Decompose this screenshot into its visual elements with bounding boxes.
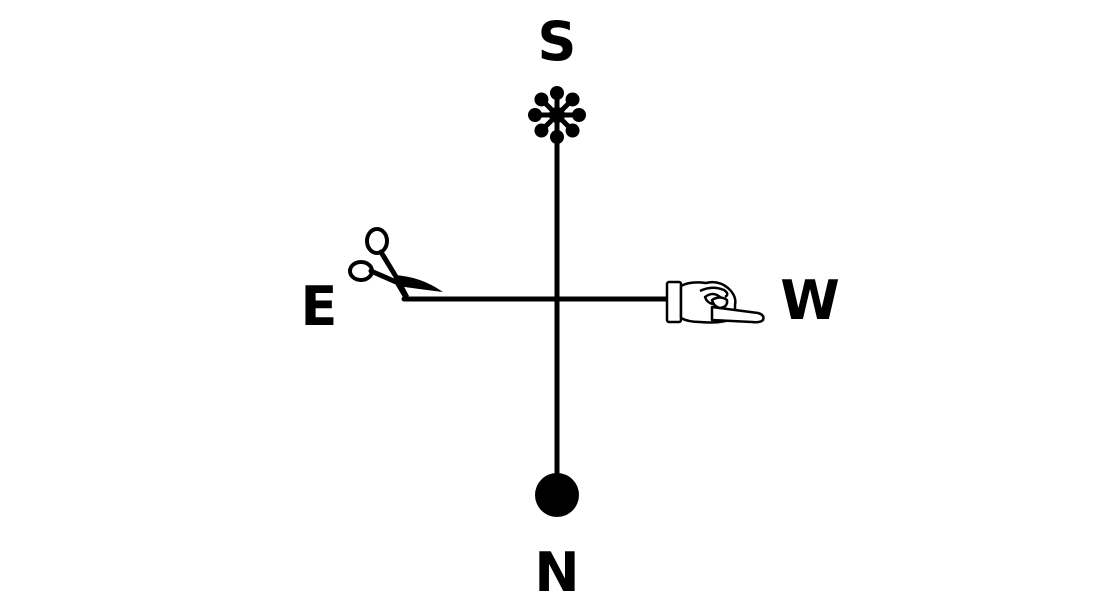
label-right: W [780, 269, 840, 332]
pointing-hand-icon [665, 280, 765, 324]
label-top: S [538, 10, 577, 73]
scissors-icon [348, 227, 443, 299]
label-left: E [301, 275, 338, 338]
filled-circle-icon [535, 473, 579, 517]
label-bottom: N [534, 541, 579, 600]
asterisk-icon [528, 86, 586, 144]
